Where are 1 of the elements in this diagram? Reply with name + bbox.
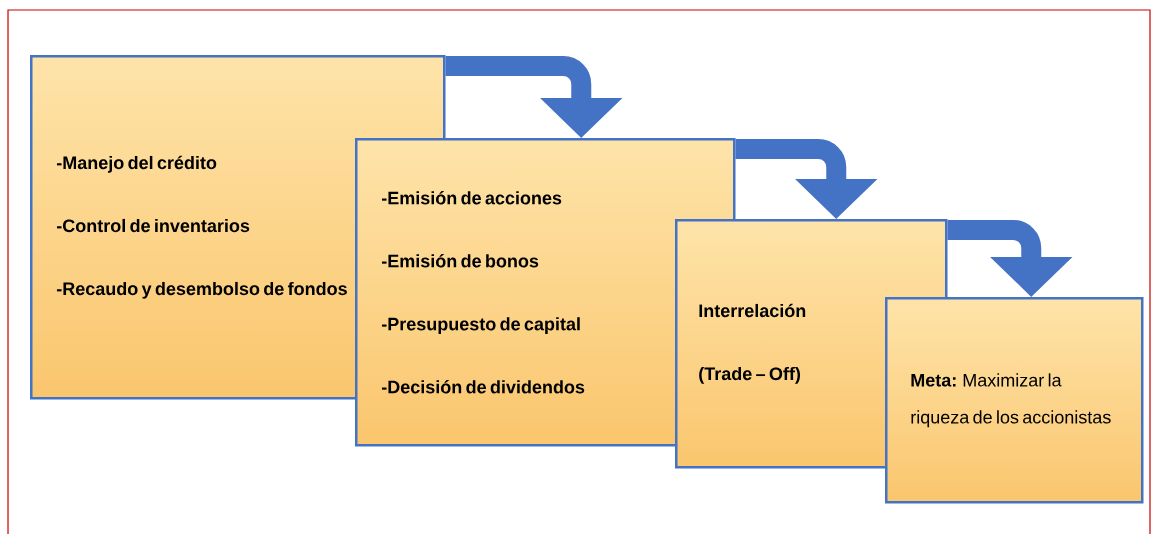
process-box: Meta: Maximizar la riqueza de los accionistas [885, 297, 1144, 504]
